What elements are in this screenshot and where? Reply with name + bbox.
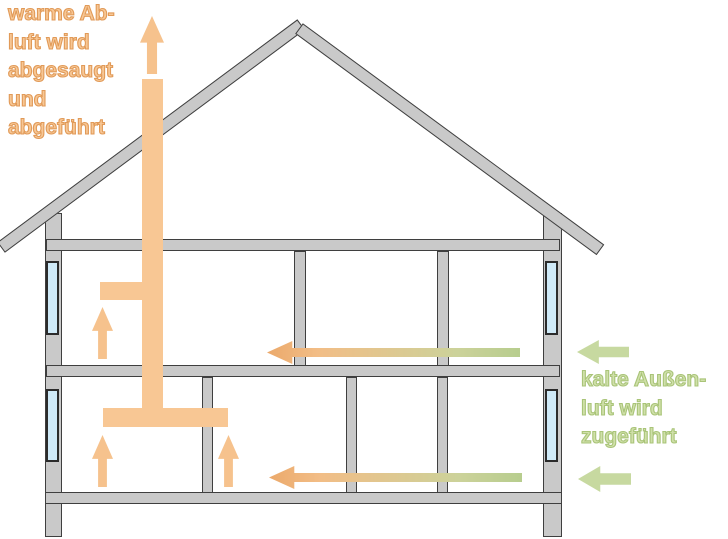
extract-arrow-upper-room-icon	[92, 307, 113, 359]
roof-beam-right	[295, 23, 605, 256]
exhaust-duct-branch-lower	[103, 408, 228, 427]
interior-stud-lower-1	[202, 377, 213, 493]
middle-floor-beam	[46, 365, 560, 377]
extract-arrow-lower-right-icon	[218, 435, 239, 487]
interior-stud-lower-2	[346, 377, 357, 493]
interior-stud-upper-2	[437, 251, 449, 366]
attic-ceiling-beam	[46, 239, 560, 251]
window-upper-left	[46, 261, 59, 335]
window-lower-right	[545, 389, 558, 462]
supply-flow-arrow-lower-icon	[269, 466, 522, 489]
outside-supply-arrow-lower-icon	[578, 466, 631, 492]
exhaust-air-label: warme Ab- luft wird abgesaugt und abgefü…	[7, 1, 115, 139]
interior-stud-upper-1	[294, 251, 306, 366]
interior-stud-lower-3	[437, 377, 448, 493]
exhaust-duct-vertical	[142, 79, 163, 427]
outside-supply-arrow-upper-icon	[577, 340, 629, 364]
window-upper-right	[545, 261, 558, 335]
window-lower-left	[46, 389, 59, 462]
extract-arrow-lower-left-icon	[92, 435, 113, 487]
ground-floor-beam	[45, 492, 562, 504]
exhaust-duct-branch-upper	[100, 282, 143, 300]
supply-air-label: kalte Außen- luft wird zugeführt	[580, 367, 707, 448]
